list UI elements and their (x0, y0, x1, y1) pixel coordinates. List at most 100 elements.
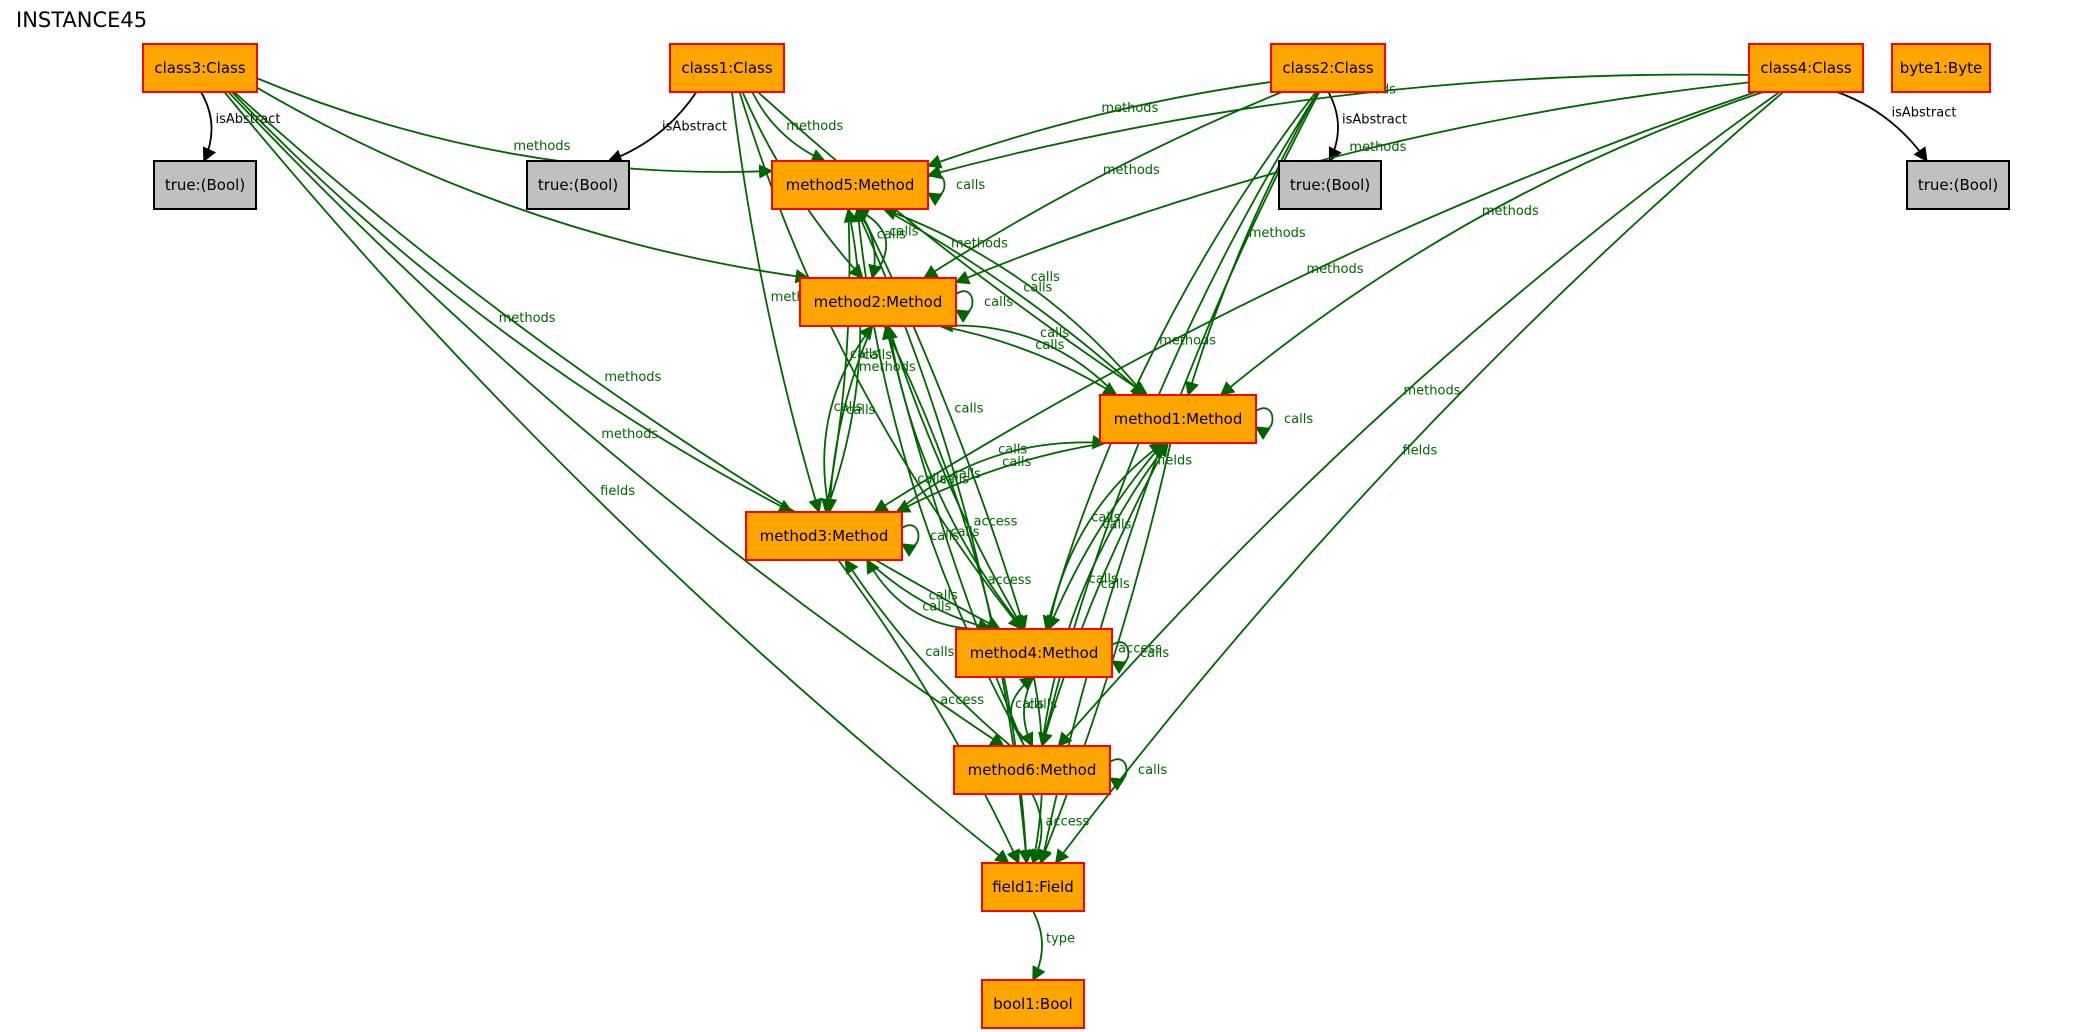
edge-label: methods (1307, 262, 1364, 277)
edge-class2-bool_c2: isAbstract (1327, 91, 1407, 163)
edge-line (954, 81, 1750, 285)
edge-line (926, 173, 946, 207)
edge-line (883, 208, 1146, 396)
node-label: class4:Class (1760, 59, 1851, 77)
node-method1[interactable]: method1:Method (1099, 394, 1257, 444)
edge-method6-method3: calls (844, 558, 1012, 747)
node-class2[interactable]: class2:Class (1270, 43, 1386, 93)
node-bool_c1[interactable]: true:(Bool) (526, 160, 630, 210)
edge-method6-method2: calls (881, 324, 1025, 747)
edge-line (1042, 91, 1317, 631)
edge-method6-method1: calls (1041, 441, 1169, 747)
edge-line (939, 325, 1118, 396)
edge-line (1010, 676, 1035, 747)
edge-line (822, 325, 874, 514)
edge-class2-method4: methods (1042, 91, 1317, 631)
edge-method1-method5: calls (882, 206, 1146, 396)
edge-method2-method2: calls (954, 290, 1013, 324)
node-class4[interactable]: class4:Class (1748, 43, 1864, 93)
node-label: byte1:Byte (1900, 59, 1982, 77)
edge-label: methods (1103, 163, 1160, 178)
node-box (142, 43, 258, 93)
node-box (953, 745, 1111, 795)
edge-line (256, 86, 810, 284)
edge-class3-method3: methods (231, 91, 794, 513)
edge-label: access (1045, 814, 1089, 829)
edge-line (882, 206, 1146, 396)
edge-label: isAbstract (662, 120, 727, 135)
edge-label: calls (1091, 510, 1120, 525)
node-label: method2:Method (814, 293, 943, 311)
node-bool_c4[interactable]: true:(Bool) (1906, 160, 2010, 210)
node-box (981, 862, 1085, 912)
edge-line (938, 318, 1118, 396)
edge-label: access (940, 693, 984, 708)
edge-label: calls (922, 600, 951, 615)
edge-line (895, 442, 1106, 513)
node-label: true:(Bool) (1918, 176, 1998, 194)
node-label: bool1:Bool (993, 995, 1072, 1013)
node-label: method4:Method (970, 644, 1099, 662)
edge-method3-method3: calls (900, 524, 959, 558)
edge-line (1032, 910, 1046, 982)
node-method6[interactable]: method6:Method (953, 745, 1111, 795)
node-label: method6:Method (968, 761, 1097, 779)
edge-line (1047, 442, 1164, 631)
edge-method4-method4: calls (1110, 641, 1169, 675)
edge-line (1219, 91, 1764, 396)
edge-label: calls (846, 403, 875, 418)
node-box (1891, 43, 1991, 93)
node-bool_c3[interactable]: true:(Bool) (153, 160, 257, 210)
edge-label: isAbstract (1891, 105, 1956, 120)
edge-method5-method5: calls (926, 173, 985, 207)
edge-label: calls (1138, 763, 1167, 778)
edge-label: methods (1482, 204, 1539, 219)
node-method2[interactable]: method2:Method (799, 277, 957, 327)
edge-line (256, 77, 774, 179)
edge-line (1110, 641, 1130, 675)
edge-line (223, 91, 1010, 864)
edge-line (1327, 91, 1342, 163)
edge-label: calls (929, 588, 958, 603)
node-method3[interactable]: method3:Method (745, 511, 903, 561)
edge-class4-method3: methods (873, 91, 1756, 513)
edge-line (751, 91, 827, 163)
node-bool_c2[interactable]: true:(Bool) (1278, 160, 1382, 210)
edge-label: calls (956, 178, 985, 193)
node-box (1270, 43, 1386, 93)
edge-line (844, 558, 1012, 747)
node-label: method3:Method (760, 527, 889, 545)
node-box (745, 511, 903, 561)
node-class1[interactable]: class1:Class (669, 43, 785, 93)
edge-line (900, 524, 920, 558)
node-label: field1:Field (992, 878, 1074, 896)
edge-label: calls (925, 645, 954, 660)
edge-line (823, 324, 874, 513)
edge-label: calls (1023, 281, 1052, 296)
node-byte1[interactable]: byte1:Byte (1891, 43, 1991, 93)
node-method4[interactable]: method4:Method (955, 628, 1113, 678)
edge-line (1836, 91, 1928, 163)
node-class3[interactable]: class3:Class (142, 43, 258, 93)
edge-line (231, 91, 794, 513)
edge-label: calls (998, 443, 1027, 458)
node-bool1[interactable]: bool1:Bool (981, 979, 1085, 1029)
edge-class1-bool_c1: isAbstract (607, 91, 727, 164)
edge-line (1031, 793, 1046, 865)
edge-line (1038, 442, 1169, 748)
edge-method1-method3: calls (895, 442, 1106, 513)
edge-class3-field1: fields (223, 91, 1010, 864)
nodes-layer: class3:Class class1:Class class2:Class clas… (142, 43, 2010, 1029)
edge-label: calls (877, 227, 906, 242)
node-method5[interactable]: method5:Method (771, 160, 929, 210)
node-label: method1:Method (1114, 410, 1243, 428)
edge-method3-method2: calls (823, 324, 874, 513)
diagram-title: INSTANCE45 (16, 8, 148, 32)
node-field1[interactable]: field1:Field (981, 862, 1085, 912)
edge-label: calls (1040, 326, 1069, 341)
edge-line (1038, 442, 1172, 865)
node-box (1099, 394, 1257, 444)
edge-label: methods (601, 427, 658, 442)
